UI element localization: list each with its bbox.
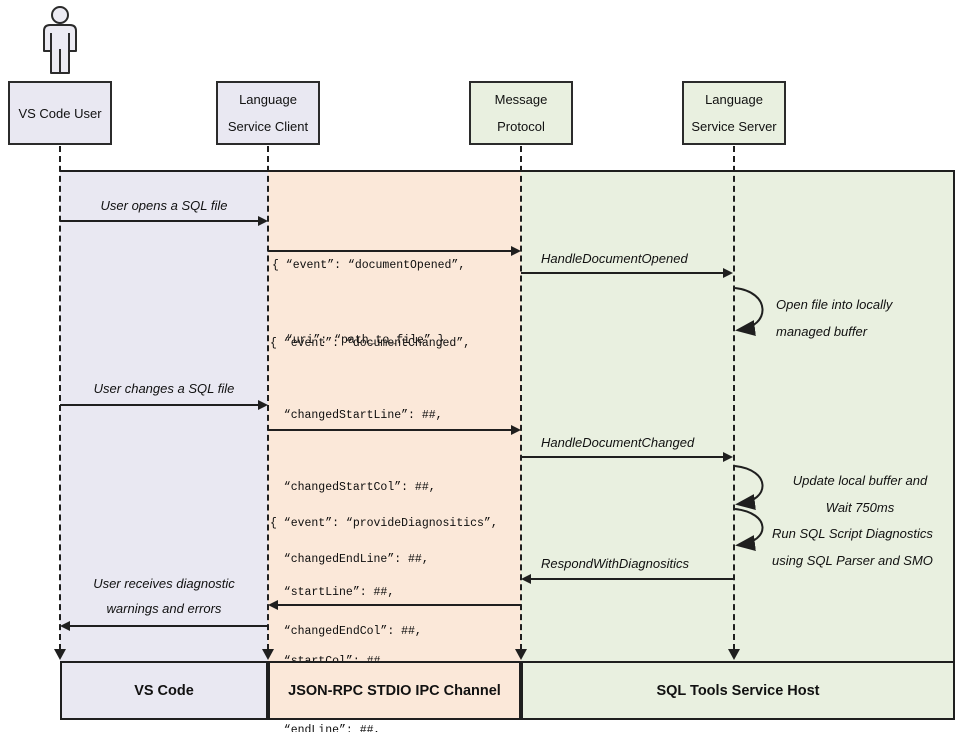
json-line: “changedStartLine”: ##, <box>270 409 443 422</box>
json-line: “changedEndLine”: ##, <box>270 553 429 566</box>
json-line: { “event”: “documentChanged”, <box>270 337 471 350</box>
json-line: “startLine”: ##, <box>270 586 395 599</box>
message-label-handle-document-changed: HandleDocumentChanged <box>541 435 695 450</box>
arrow-handle-document-opened <box>521 272 724 274</box>
annotation-line: Run SQL Script Diagnostics <box>772 526 933 541</box>
self-loop-run-diagnostics <box>734 508 764 551</box>
lane-service-host <box>521 172 953 662</box>
lifeline-message-protocol <box>520 146 522 650</box>
lane-vscode <box>60 172 268 662</box>
message-label-user-changes: User changes a SQL file <box>93 381 235 396</box>
self-loop-update-buffer <box>734 465 764 510</box>
lifeline-service-server <box>733 146 735 650</box>
arrowhead-left-icon <box>268 600 278 610</box>
json-line: “endLine”: ##, <box>270 724 381 732</box>
footer-box-service-host: SQL Tools Service Host <box>521 661 955 720</box>
actor-label-line: Protocol <box>497 119 545 134</box>
json-line: { “event”: “documentOpened”, <box>272 259 466 272</box>
annotation-line: managed buffer <box>776 324 868 339</box>
message-label-handle-document-opened: HandleDocumentOpened <box>541 251 688 266</box>
arrowhead-right-icon <box>511 425 521 435</box>
json-line: “changedEndCol”: ##, <box>270 625 422 638</box>
footer-box-ipc-channel: JSON-RPC STDIO IPC Channel <box>268 661 521 720</box>
self-loop-open-file <box>734 287 764 336</box>
actor-label-line: Language <box>239 92 297 107</box>
arrowhead-left-icon <box>60 621 70 631</box>
message-label-user-opens: User opens a SQL file <box>100 198 228 213</box>
actor-box-language-service-server: Language Service Server <box>682 81 786 145</box>
swimlane-background <box>60 170 955 662</box>
arrow-document-opened <box>268 250 512 252</box>
arrow-handle-document-changed <box>521 456 724 458</box>
arrow-diagnostics-to-client <box>277 604 521 606</box>
arrowhead-right-icon <box>258 400 268 410</box>
arrow-user-changes <box>60 404 259 406</box>
message-label-line: User receives diagnostic <box>93 576 235 591</box>
actor-box-message-protocol: Message Protocol <box>469 81 573 145</box>
message-label-respond-with-diagnostics: RespondWithDiagnositics <box>541 556 690 571</box>
message-label-line: warnings and errors <box>106 601 222 616</box>
arrow-user-opens <box>60 220 259 222</box>
json-line: “uri”: “path_to_file” } <box>272 334 445 347</box>
arrowhead-right-icon <box>258 216 268 226</box>
lifeline-end-arrow <box>262 649 274 660</box>
footer-label: SQL Tools Service Host <box>656 682 820 699</box>
person-icon <box>43 6 77 74</box>
json-line: “changedStartCol”: ##, <box>270 481 436 494</box>
annotation-line: Update local buffer and <box>792 473 928 488</box>
lifeline-vscode-user <box>59 146 61 650</box>
actor-label-line: Message <box>494 92 548 107</box>
footer-box-vscode: VS Code <box>60 661 268 720</box>
arrow-document-changed <box>268 429 512 431</box>
arrowhead-right-icon <box>723 452 733 462</box>
lifeline-end-arrow <box>515 649 527 660</box>
actor-label-line: Service Server <box>691 119 777 134</box>
json-line: { “event”: “provideDiagnositics”, <box>270 517 498 530</box>
message-label-user-receives: User receives diagnostic warnings and er… <box>60 571 268 621</box>
arrow-respond-with-diagnostics <box>530 578 734 580</box>
actor-label: VS Code User <box>18 105 102 121</box>
lifeline-service-client <box>267 146 269 650</box>
annotation-update-buffer: Update local buffer and Wait 750ms <box>764 467 956 521</box>
lifeline-end-arrow <box>54 649 66 660</box>
json-document-opened: { “event”: “documentOpened”, “uri”: “pat… <box>272 203 465 403</box>
annotation-line: Open file into locally <box>776 297 893 312</box>
lifeline-end-arrow <box>728 649 740 660</box>
annotation-open-file: Open file into locally managed buffer <box>776 291 892 345</box>
actor-label-line: Service Client <box>227 119 309 134</box>
lane-ipc-channel <box>268 172 521 662</box>
arrowhead-left-icon <box>521 574 531 584</box>
footer-label: VS Code <box>134 682 194 699</box>
annotation-line: using SQL Parser and SMO <box>772 553 933 568</box>
arrow-user-receives <box>69 625 268 627</box>
footer-label: JSON-RPC STDIO IPC Channel <box>288 682 501 699</box>
actor-label-line: Language <box>705 92 763 107</box>
actor-box-language-service-client: Language Service Client <box>216 81 320 145</box>
annotation-line: Wait 750ms <box>825 500 895 515</box>
annotation-run-diagnostics: Run SQL Script Diagnostics using SQL Par… <box>772 520 933 574</box>
actor-box-vscode-user: VS Code User <box>8 81 112 145</box>
arrowhead-right-icon <box>511 246 521 256</box>
arrowhead-right-icon <box>723 268 733 278</box>
